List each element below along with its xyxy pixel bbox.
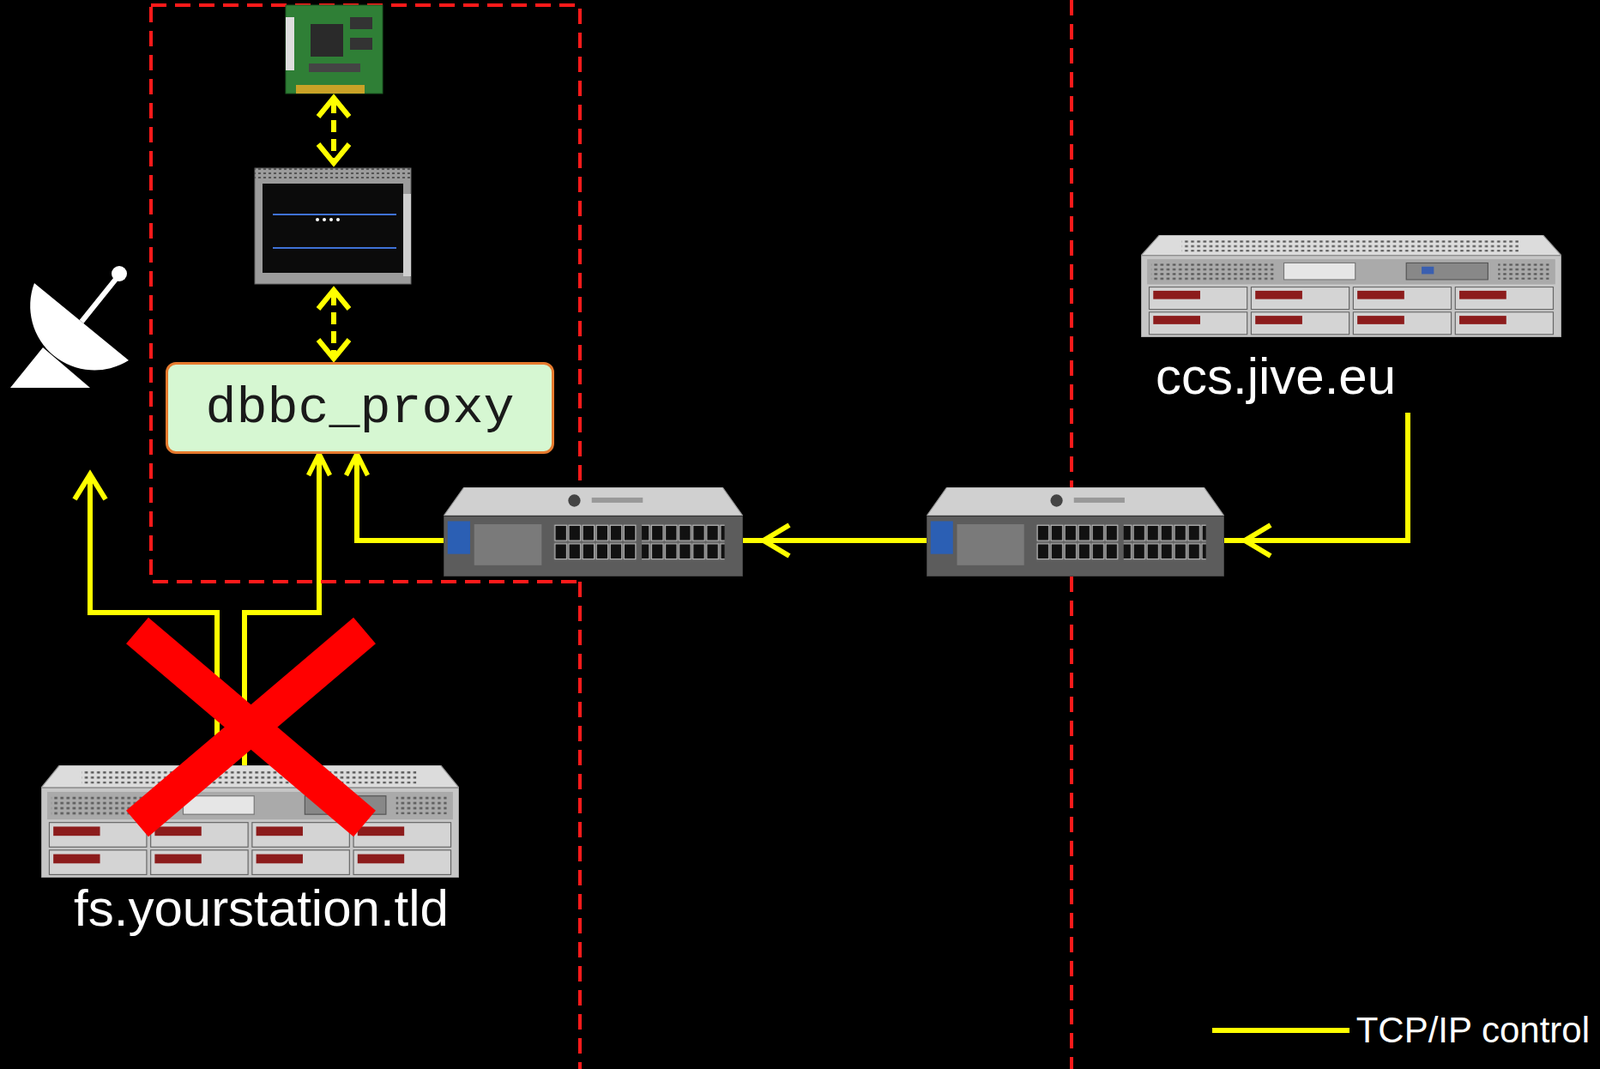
dbbc-chassis [254,168,411,284]
control-wire [90,476,218,766]
legend-entry: TCP/IP control [1212,1008,1590,1052]
double-arrow [318,289,350,359]
arrow-head [1244,525,1271,556]
server-image [41,765,459,878]
network-switch [443,487,743,577]
antenna-wire [74,474,218,766]
cross-stroke [137,630,365,824]
chassis-body [254,168,411,284]
chassis-side [403,193,411,277]
arrow-head [318,289,350,309]
dashed-link [331,293,337,356]
arrow-head [763,525,790,556]
chassis-vents [254,168,411,181]
legend-label: TCP/IP control [1356,1008,1590,1052]
chassis-stripe [272,213,397,216]
arrow-head [74,474,106,500]
antenna-base [10,347,91,388]
host-name: ccs.jive.eu [1155,346,1587,406]
pcb-edge-contacts [295,84,365,94]
arrow-head [318,339,350,359]
chassis-stripe [272,247,397,249]
legend-line-sample [1212,1027,1350,1033]
cross-stroke [137,630,365,824]
process-label: dbbc_proxy [205,380,514,437]
arrow-head [318,97,350,117]
pcb-chip [350,17,373,30]
legend: TCP/IP control [1212,1008,1590,1052]
pcb-chip [310,24,344,57]
arrow-head [318,144,350,164]
chassis-led [336,217,340,222]
pcb [285,5,383,94]
chassis-front [262,183,404,273]
dashed-link [331,101,337,160]
host-name: fs.yourstation.tld [41,878,482,938]
network-switch [926,487,1225,577]
server-node: fs.yourstation.tld [41,765,482,943]
dashed-divider [578,581,582,1069]
chassis-led [329,217,333,222]
antenna-icon [10,265,129,388]
chassis-led [315,217,320,222]
server-image [1141,235,1562,338]
pcb-chip [308,63,361,73]
failure-cross [137,630,365,824]
pcb-chip [350,37,373,50]
pcb-connector [285,17,295,71]
antenna-feed [111,265,127,282]
pcb-board [285,5,383,94]
antenna-feed-arm [81,277,117,322]
chassis-led [322,217,327,222]
double-arrow [318,97,350,164]
process-box: dbbc_proxy [165,362,555,454]
server-node: ccs.jive.eu [1141,235,1587,413]
